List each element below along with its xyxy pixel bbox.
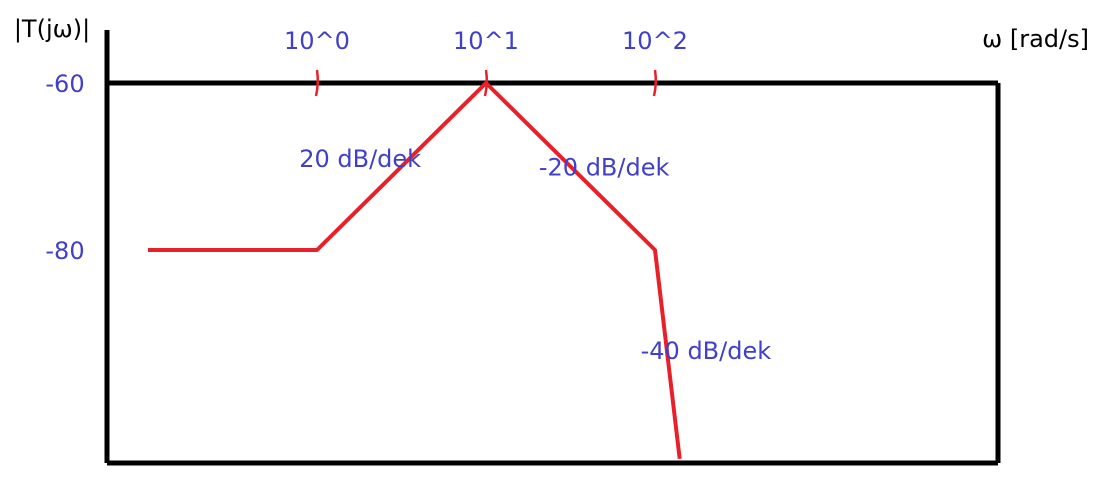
x-tick-mark-1 [483,69,489,97]
x-axis-title: ω [rad/s] [982,25,1089,53]
y-axis-title: |T(jω)| [14,15,90,43]
slope-annotation-2: -40 dB/dek [641,337,772,365]
slope-annotation-0: 20 dB/dek [299,145,421,173]
series-line-0 [148,81,682,460]
x-tick-label-2: 10^2 [622,27,688,55]
x-tick-mark-0 [314,69,320,97]
x-tick-label-0: 10^0 [284,27,350,55]
y-tick-label-0: -60 [45,70,84,98]
x-tick-mark-2 [652,69,658,97]
x-tick-label-1: 10^1 [453,27,519,55]
y-tick-label-1: -80 [45,237,84,265]
slope-annotation-1: -20 dB/dek [539,154,670,182]
